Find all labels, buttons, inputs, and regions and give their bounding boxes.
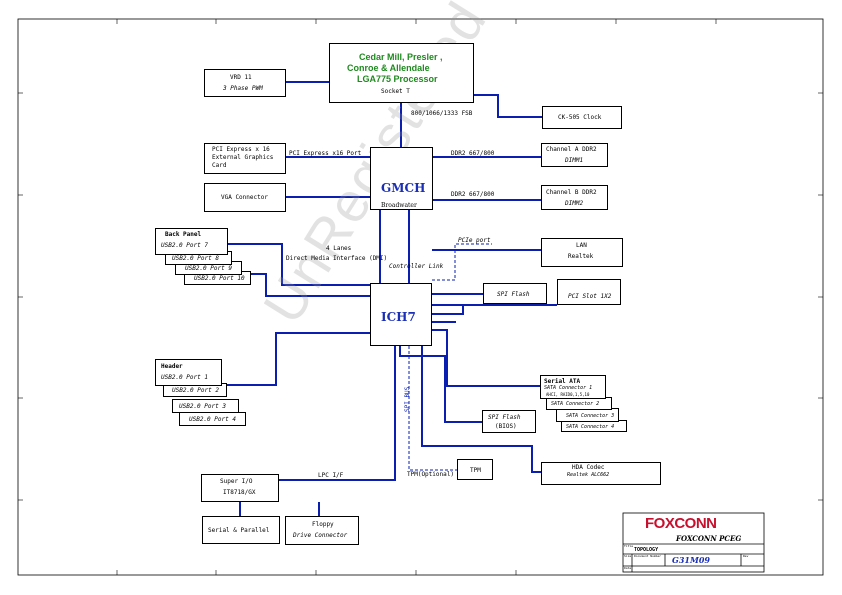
- header-port-3[interactable]: USB2.0 Port 3: [172, 399, 239, 413]
- floppy-box[interactable]: Floppy Drive Connector: [285, 516, 359, 545]
- sata-connector-1-label: SATA Connector 1: [544, 385, 593, 391]
- tb-docnum-caption: Document Number: [634, 554, 662, 558]
- gmch-sub: Broadwater: [381, 202, 417, 209]
- ddr-b-title: Channel B DDR2: [546, 189, 597, 196]
- ich7-title: ICH7: [381, 310, 416, 324]
- sheet-title: TOPOLOGY: [634, 547, 659, 553]
- optional-wires: [408, 243, 492, 471]
- gmch-title: GMCH: [381, 181, 426, 195]
- floppy-title: Floppy: [312, 521, 334, 528]
- sata-title: Serial ATA: [544, 378, 581, 385]
- foxconn-logo: FOXCONN: [645, 515, 717, 532]
- header-port-4[interactable]: USB2.0 Port 4: [179, 412, 246, 426]
- superio-title: Super I/O: [220, 478, 253, 485]
- lan-box[interactable]: LAN Realtek: [541, 238, 623, 267]
- serial-parallel-label: Serial & Parallel: [208, 527, 270, 534]
- company-name: FOXCONN PCEG: [676, 534, 742, 543]
- back-panel-port-7-label: USB2.0 Port 7: [161, 242, 208, 249]
- cpu-line-1: Cedar Mill, Presler ,: [359, 52, 443, 62]
- controller-link-label: Controller Link: [389, 263, 444, 270]
- header-port-4-label: USB2.0 Port 4: [189, 416, 236, 423]
- header-port-3-label: USB2.0 Port 3: [179, 403, 226, 410]
- superio-box[interactable]: Super I/O IT8718/GX: [201, 474, 279, 502]
- pci-slot-box[interactable]: PCI Slot 1X2: [557, 279, 621, 305]
- spi-bios-sub: (BIOS): [495, 423, 517, 430]
- vga-box[interactable]: VGA Connector: [204, 183, 286, 212]
- sata-connector-3-label: SATA Connector 3: [566, 413, 615, 419]
- vrd-sub: 3 Phase PWM: [223, 85, 263, 92]
- hda-sub: Realtek ALC662: [567, 472, 610, 478]
- header-port-1-label: USB2.0 Port 1: [161, 374, 208, 381]
- header-title: Header: [161, 363, 183, 370]
- superio-sub: IT8718/GX: [223, 489, 256, 496]
- pcie-gfx-line-2: External Graphics: [212, 154, 274, 161]
- cpu-line-2: Conroe & Allendale: [347, 63, 430, 73]
- pcie-gfx-box[interactable]: PCI Express x 16 External Graphics Card: [204, 143, 286, 174]
- pcie-gfx-line-3: Card: [212, 162, 227, 169]
- lpc-label: LPC I/F: [318, 472, 344, 479]
- hda-box[interactable]: HDA Codec Realtek ALC662: [541, 462, 661, 485]
- ddr-a-box[interactable]: Channel A DDR2 DIMM1: [541, 143, 608, 167]
- tpm-title: TPM: [470, 467, 481, 474]
- floppy-sub: Drive Connector: [293, 532, 348, 539]
- vrd-title: VRD 11: [230, 74, 252, 81]
- lan-title: LAN: [576, 242, 587, 249]
- dmi-lanes: 4 Lanes: [326, 245, 352, 252]
- spi-bus-label: SPI BUS: [404, 386, 411, 412]
- back-panel-port-10-label: USB2.0 Port 10: [194, 275, 245, 282]
- pcie-port-lan-label: PCIe port: [458, 237, 491, 244]
- sata-note: AHCI, RAID0,1,5,10: [546, 392, 590, 397]
- spi-flash-top-label: SPI Flash: [497, 291, 530, 298]
- cpu-socket: Socket T: [381, 88, 410, 95]
- back-panel-port-8-label: USB2.0 Port 8: [172, 255, 219, 262]
- bus-wires: [227, 81, 557, 516]
- ich7-box[interactable]: ICH7: [370, 283, 432, 346]
- serial-parallel-box[interactable]: Serial & Parallel: [202, 516, 280, 544]
- sata-connector-4-label: SATA Connector 4: [566, 424, 615, 430]
- back-panel-port-9-label: USB2.0 Port 9: [185, 265, 232, 272]
- tb-size-caption: Size: [624, 554, 632, 558]
- cpu-line-3: LGA775 Processor: [357, 74, 438, 84]
- ddr-a-title: Channel A DDR2: [546, 146, 597, 153]
- pci-slot-label: PCI Slot 1X2: [568, 293, 612, 300]
- cpu-box[interactable]: Cedar Mill, Presler , Conroe & Allendale…: [329, 43, 474, 103]
- sata-connector-2-label: SATA Connector 2: [551, 401, 600, 407]
- back-panel-box[interactable]: Back Panel USB2.0 Port 7: [155, 228, 228, 255]
- sata-box[interactable]: Serial ATA SATA Connector 1 AHCI, RAID0,…: [540, 375, 606, 399]
- sata-connector-3[interactable]: SATA Connector 3: [556, 408, 619, 422]
- vrd-box[interactable]: VRD 11 3 Phase PWM: [204, 69, 286, 97]
- spi-flash-top-box[interactable]: SPI Flash: [483, 283, 547, 304]
- spi-bios-title: SPI Flash: [488, 414, 521, 421]
- ddr-b-box[interactable]: Channel B DDR2 DIMM2: [541, 185, 608, 210]
- vga-label: VGA Connector: [221, 194, 268, 201]
- tpm-optional-label: TPM(Optional): [407, 471, 454, 478]
- model-number: G31M09: [672, 555, 710, 565]
- ddr-b-bus: DDR2 667/800: [451, 191, 495, 198]
- title-block-lines: [622, 512, 765, 573]
- header-box[interactable]: Header USB2.0 Port 1: [155, 359, 222, 386]
- back-panel-title: Back Panel: [165, 231, 202, 238]
- tpm-box[interactable]: TPM: [457, 459, 493, 480]
- clock-box[interactable]: CK-505 Clock: [542, 106, 622, 129]
- gmch-box[interactable]: GMCH Broadwater: [370, 147, 433, 210]
- spi-bios-box[interactable]: SPI Flash (BIOS): [482, 410, 536, 433]
- pcie-gfx-line-1: PCI Express x 16: [212, 146, 270, 153]
- clock-label: CK-505 Clock: [558, 114, 602, 121]
- ddr-b-sub: DIMM2: [565, 200, 584, 207]
- frame-ticks: [18, 19, 823, 575]
- fsb-label: 800/1066/1333 FSB: [411, 110, 473, 117]
- lan-sub: Realtek: [568, 253, 594, 260]
- header-port-2-label: USB2.0 Port 2: [172, 387, 219, 394]
- pcie-port-label: PCI Express x16 Port: [289, 150, 362, 157]
- ddr-a-bus: DDR2 667/800: [451, 150, 495, 157]
- tb-title-caption: Title: [624, 544, 634, 548]
- tb-date-caption: Date: [624, 566, 632, 570]
- dmi-label: Direct Media Interface (DMI): [286, 255, 388, 262]
- ddr-a-sub: DIMM1: [565, 157, 584, 164]
- hda-title: HDA Codec: [572, 464, 605, 471]
- tb-rev-caption: Rev: [743, 554, 749, 558]
